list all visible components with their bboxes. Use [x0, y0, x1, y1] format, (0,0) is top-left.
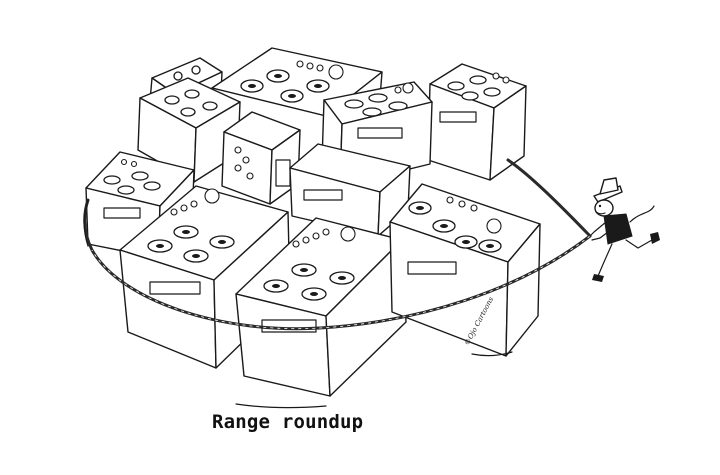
stove-middle-behind [289, 143, 411, 237]
stove-left-edge [85, 151, 195, 259]
cowboy-figure [589, 177, 660, 282]
stove-back-right [427, 63, 527, 181]
stove-middle-left [137, 77, 241, 183]
stove-upright-center [221, 111, 301, 205]
cartoon-caption: Range roundup [212, 411, 364, 433]
lasso-rope [83, 158, 592, 331]
stove-front-center [235, 217, 407, 397]
stove-front-right [389, 183, 541, 357]
